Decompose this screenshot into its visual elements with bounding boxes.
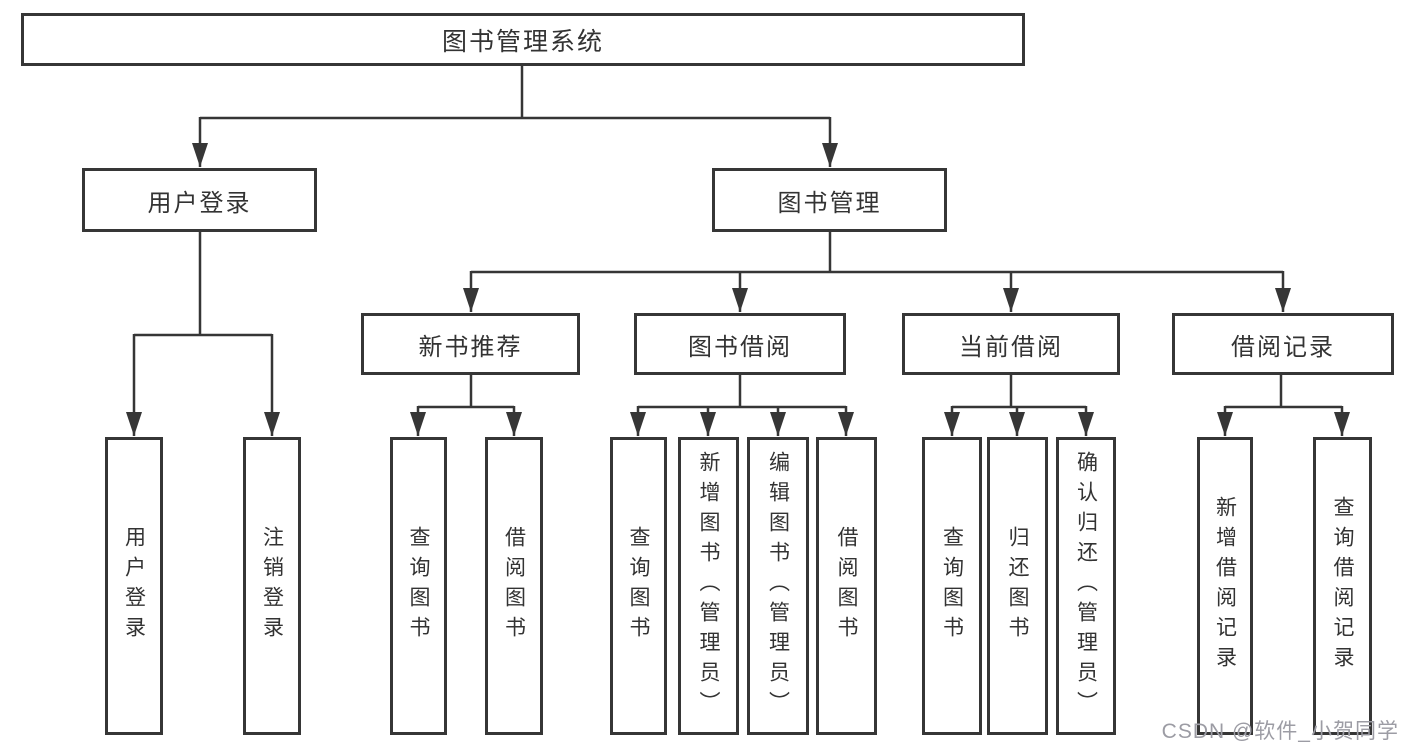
node-new-book-recommend: 新书推荐 bbox=[361, 313, 580, 375]
leaf-logout: 注销登录 bbox=[243, 437, 301, 735]
leaf-query-books-recommend: 查询图书 bbox=[390, 437, 447, 735]
leaf-query-books-recommend-label: 查询图书 bbox=[407, 526, 430, 646]
node-book-borrow: 图书借阅 bbox=[634, 313, 846, 375]
leaf-borrow-books-label: 借阅图书 bbox=[835, 526, 858, 646]
leaf-query-books-current: 查询图书 bbox=[922, 437, 982, 735]
node-current-borrow-label: 当前借阅 bbox=[959, 333, 1063, 361]
node-borrow-records-label: 借阅记录 bbox=[1231, 333, 1335, 361]
leaf-query-books-borrow-label: 查询图书 bbox=[627, 526, 650, 646]
node-root-label: 图书管理系统 bbox=[441, 27, 604, 56]
leaf-confirm-return-admin: 确认归还（管理员） bbox=[1056, 437, 1116, 735]
leaf-borrow-books-recommend: 借阅图书 bbox=[485, 437, 543, 735]
node-book-management-label: 图书管理 bbox=[777, 189, 882, 217]
leaf-query-books-borrow: 查询图书 bbox=[610, 437, 667, 735]
leaf-edit-book-admin: 编辑图书（管理员） bbox=[747, 437, 809, 735]
leaf-return-book: 归还图书 bbox=[987, 437, 1048, 735]
leaf-add-borrow-record: 新增借阅记录 bbox=[1197, 437, 1253, 735]
node-new-book-recommend-label: 新书推荐 bbox=[418, 333, 523, 361]
leaf-confirm-return-admin-label: 确认归还（管理员） bbox=[1074, 451, 1098, 721]
leaf-query-borrow-record-label: 查询借阅记录 bbox=[1331, 496, 1354, 676]
node-user-login: 用户登录 bbox=[82, 168, 317, 232]
node-borrow-records: 借阅记录 bbox=[1172, 313, 1394, 375]
leaf-return-book-label: 归还图书 bbox=[1006, 526, 1029, 646]
leaf-logout-label: 注销登录 bbox=[260, 526, 284, 646]
node-root: 图书管理系统 bbox=[21, 13, 1025, 66]
leaf-query-borrow-record: 查询借阅记录 bbox=[1313, 437, 1372, 735]
node-user-login-label: 用户登录 bbox=[147, 189, 252, 217]
node-current-borrow: 当前借阅 bbox=[902, 313, 1120, 375]
leaf-borrow-books: 借阅图书 bbox=[816, 437, 877, 735]
leaf-user-login-label: 用户登录 bbox=[122, 526, 146, 646]
leaf-user-login: 用户登录 bbox=[105, 437, 163, 735]
leaf-add-book-admin: 新增图书（管理员） bbox=[678, 437, 739, 735]
node-book-management: 图书管理 bbox=[712, 168, 947, 232]
leaf-query-books-current-label: 查询图书 bbox=[940, 526, 964, 646]
leaf-add-book-admin-label: 新增图书（管理员） bbox=[697, 451, 720, 721]
csdn-watermark: CSDN @软件_小贺同学 bbox=[1161, 720, 1399, 743]
leaf-borrow-books-recommend-label: 借阅图书 bbox=[502, 526, 526, 646]
leaf-edit-book-admin-label: 编辑图书（管理员） bbox=[766, 451, 790, 721]
node-book-borrow-label: 图书借阅 bbox=[688, 333, 792, 361]
leaf-add-borrow-record-label: 新增借阅记录 bbox=[1213, 496, 1237, 676]
